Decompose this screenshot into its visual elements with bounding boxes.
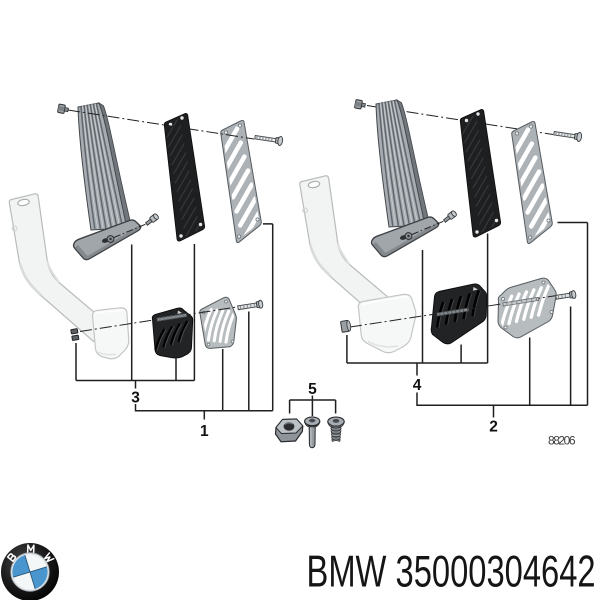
svg-text:4: 4	[413, 377, 422, 394]
svg-text:2: 2	[489, 419, 498, 436]
svg-text:1: 1	[200, 423, 209, 440]
svg-text:3: 3	[131, 390, 140, 407]
svg-text:88206: 88206	[548, 434, 576, 448]
svg-text:5: 5	[308, 381, 317, 398]
svg-text:BMW 35000304642: BMW 35000304642	[307, 548, 596, 597]
